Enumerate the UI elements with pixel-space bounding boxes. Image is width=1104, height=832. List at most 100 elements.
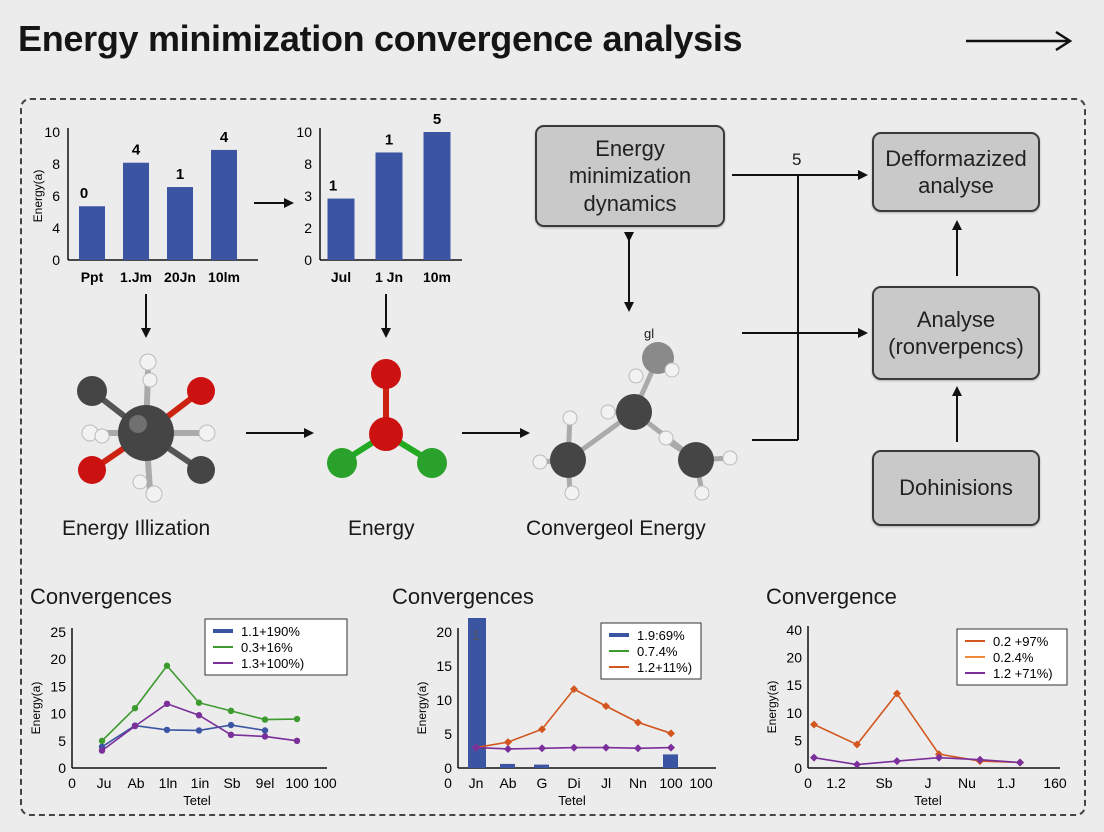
x-axis-label: Tetel <box>914 793 942 808</box>
y-tick-label: 0 <box>58 760 66 776</box>
y-axis-label: Energy(a) <box>765 681 779 734</box>
bar <box>211 149 237 260</box>
series-point <box>261 733 269 740</box>
x-tick-label: 100 <box>659 775 683 791</box>
x-tick-label: 100 <box>689 775 713 791</box>
bar-data-label: 4 <box>132 142 141 159</box>
y-tick-label: 10 <box>296 124 312 140</box>
series-point <box>227 707 235 715</box>
series-point <box>538 725 546 734</box>
series-line <box>813 692 1021 764</box>
series-point <box>667 729 675 738</box>
molecule-3-image <box>532 342 738 501</box>
x-tick-label: 1.J <box>997 775 1016 791</box>
legend-label: 0.3+16% <box>241 640 293 655</box>
chart-4-title: Convergences <box>392 584 534 609</box>
y-tick-label: 6 <box>52 188 60 204</box>
bar <box>375 152 403 260</box>
x-tick-label: 160 <box>1043 775 1067 791</box>
x-tick-label: 1 Jn <box>375 269 403 285</box>
x-tick-label: G <box>537 775 548 791</box>
series-point <box>538 744 546 753</box>
series-point <box>131 722 139 730</box>
x-tick-label: 1.2 <box>826 775 846 791</box>
x-tick-label: 100 <box>313 775 337 791</box>
bar-data-label: 1 <box>329 178 337 195</box>
molecule-3-tag: gl <box>644 326 655 341</box>
y-tick-label: 0 <box>444 760 452 776</box>
bar <box>663 754 678 768</box>
series-point <box>810 720 818 729</box>
series-point <box>98 737 106 744</box>
y-tick-label: 4 <box>52 220 60 236</box>
x-tick-label: 1ln <box>159 775 178 791</box>
x-tick-label: 20Jn <box>164 269 196 285</box>
connector-label: 5 <box>792 150 802 169</box>
y-tick-label: 25 <box>50 624 66 640</box>
series-point <box>504 744 512 753</box>
x-tick-label: 9el <box>256 775 275 791</box>
node-energy-minimization-dynamics: Energy minimization dynamics <box>535 125 725 227</box>
y-tick-label: 0 <box>794 760 802 776</box>
x-tick-label: 0 <box>444 775 452 791</box>
x-tick-label: 100 <box>285 775 309 791</box>
series-point <box>195 712 203 719</box>
header-arrow-icon <box>966 30 1073 52</box>
series-point <box>602 743 610 752</box>
y-axis-label: Energy(a) <box>31 170 45 223</box>
x-tick-label: Ab <box>127 775 144 791</box>
series-point <box>261 727 269 734</box>
molecule-2-label: Energy <box>348 517 415 540</box>
series-point <box>570 743 578 752</box>
series-point <box>163 662 171 669</box>
series-point <box>976 755 984 764</box>
series-point <box>810 753 818 762</box>
y-tick-label: 20 <box>50 651 66 667</box>
chart-5-title: Convergence <box>766 584 897 609</box>
molecule-1-image <box>77 353 216 503</box>
y-tick-label: 40 <box>786 622 802 638</box>
series-point <box>504 738 512 747</box>
molecule-1-label: Energy Illization <box>62 517 211 540</box>
series-point <box>667 743 675 752</box>
x-tick-label: Di <box>567 775 580 791</box>
series-point <box>893 689 901 698</box>
node-analyse: Analyse (ronverpencs) <box>872 286 1040 380</box>
bar-data-label: 0 <box>80 185 88 202</box>
molecule-3-label: Convergeol Energy <box>526 517 706 540</box>
x-tick-label: Sb <box>223 775 240 791</box>
node-deformalized-label: Defformazized analyse <box>885 145 1027 199</box>
y-tick-label: 2 <box>304 220 312 236</box>
series-point <box>261 716 269 723</box>
page-title: Energy minimization convergence analysis <box>18 18 743 59</box>
node-defformazized-analyse: Defformazized analyse <box>872 132 1040 212</box>
x-tick-label: Ju <box>97 775 112 791</box>
bar <box>123 162 149 260</box>
series-point <box>472 743 480 752</box>
y-tick-label: 5 <box>444 726 452 742</box>
bar-data-label: 5 <box>433 111 441 128</box>
bar-data-label: 1 <box>385 131 393 148</box>
x-tick-label: Ppt <box>81 269 104 285</box>
x-tick-label: 0 <box>68 775 76 791</box>
bar <box>327 198 355 260</box>
series-point <box>570 685 578 694</box>
x-axis-label: Tetel <box>183 793 211 808</box>
x-tick-label: Jn <box>469 775 484 791</box>
x-tick-label: Sb <box>875 775 892 791</box>
series-point <box>293 715 301 723</box>
series-point <box>1016 758 1024 767</box>
series-point <box>131 704 139 712</box>
y-tick-label: 8 <box>52 156 60 172</box>
legend-label: 0.2.4% <box>993 650 1034 665</box>
bar <box>423 132 451 260</box>
bar <box>500 763 515 768</box>
y-tick-label: 20 <box>786 650 802 666</box>
x-tick-label: 10lm <box>208 269 240 285</box>
